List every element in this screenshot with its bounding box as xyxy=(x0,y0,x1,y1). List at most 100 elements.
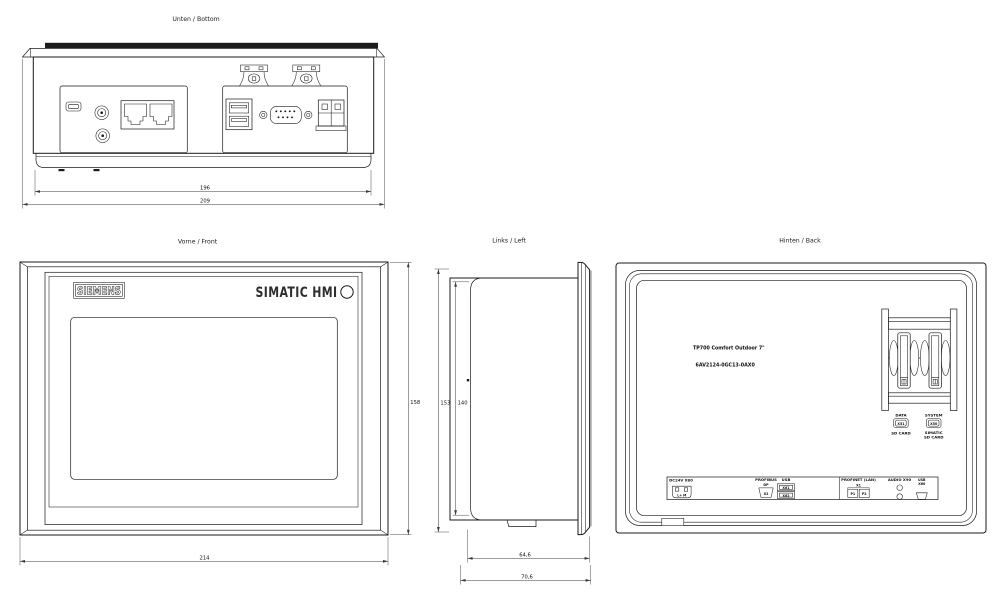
profibus-interface: PROFIBUS DP X2 xyxy=(755,477,777,498)
mounting-clamp-icon xyxy=(291,64,322,87)
left-view-title: Links / Left xyxy=(492,237,526,244)
front-view-title: Vorne / Front xyxy=(178,238,218,245)
profinet-sublabel: X1 xyxy=(856,483,862,487)
back-outer-outline xyxy=(615,262,987,534)
profibus-sublabel: DP xyxy=(763,483,769,487)
side-inner-edge xyxy=(470,277,482,521)
side-mark xyxy=(466,379,470,382)
usb-mini-port: X60 xyxy=(918,482,926,486)
clamp-knob-icon xyxy=(920,340,930,376)
dimension-214: 214 xyxy=(19,537,389,566)
usb-a-port2: X62 xyxy=(782,494,789,498)
power-terminal-icon xyxy=(315,99,347,131)
dim-value: 158 xyxy=(410,400,420,406)
siemens-logo-text: SIEMENS xyxy=(77,286,121,298)
usb-a-port-icon xyxy=(777,491,795,499)
usb-mini-interface: USB X60 xyxy=(916,478,928,500)
profinet-port-icon xyxy=(858,488,870,498)
sd-slot-name: SYSTEM xyxy=(925,412,943,417)
power-pins-label: L+ M xyxy=(677,494,686,498)
profinet-port-icon xyxy=(847,488,859,498)
back-view-title: Hinten / Back xyxy=(779,237,821,244)
usb-a-port-icon xyxy=(777,483,795,492)
audio-jack-icon xyxy=(896,484,903,491)
usb-a-dual-port-icon xyxy=(225,98,253,131)
front-view: Vorne / Front SIEMENS SIMATIC HMI 158 21… xyxy=(19,238,420,566)
sd-slot-caption: SD CARD xyxy=(891,431,911,436)
dim-value: 140 xyxy=(458,401,468,407)
foot-mark xyxy=(93,169,100,172)
interface-strip: DC24V X80 L+ M PROFIBUS DP X2 USB X61 X6… xyxy=(666,476,939,500)
usb-a-port1: X61 xyxy=(782,486,790,490)
sd-slot-port: X51 xyxy=(897,422,905,426)
dim-value: 153 xyxy=(440,401,450,407)
clamp-knob-icon xyxy=(889,340,899,376)
power-label: DC24V X80 xyxy=(669,478,693,483)
touch-screen xyxy=(70,316,338,480)
side-body-outline xyxy=(449,277,579,521)
front-outer-frame xyxy=(19,261,389,536)
sd-slot-port-icon xyxy=(893,418,909,428)
sd-card-assembly xyxy=(881,308,958,411)
sd-card-slot-icon xyxy=(928,332,942,389)
clamp-rail-right xyxy=(949,308,958,411)
back-view: Hinten / Back TP700 Comfort Outdoor 7" 6… xyxy=(615,237,987,534)
left-connector-panel xyxy=(59,85,188,154)
side-bottom-lip xyxy=(506,519,537,527)
profibus-label: PROFIBUS xyxy=(755,477,777,482)
usb-mini-port-icon xyxy=(65,101,82,112)
dim-value: 70,6 xyxy=(521,574,533,580)
back-bottom-notch xyxy=(661,518,685,526)
bottom-view: Unten / Bottom xyxy=(21,16,386,209)
sd-slot-system-label: SYSTEM X50 SIMATIC SD CARD xyxy=(924,412,944,439)
profinet-port1: P1 xyxy=(850,492,855,496)
dimension-209: 209 xyxy=(22,59,385,209)
right-connector-panel xyxy=(222,85,348,154)
side-bezel xyxy=(577,261,592,536)
foot-mark xyxy=(58,169,65,172)
dimension-64-6: 64,6 xyxy=(467,529,590,563)
sd-card-slot-icon xyxy=(897,332,911,389)
clamp-knob-icon xyxy=(909,340,919,376)
front-gasket-strip xyxy=(45,42,378,49)
dimension-153: 153 xyxy=(434,268,450,533)
clamp-bottom-bar xyxy=(888,392,951,404)
back-seal-line-2 xyxy=(629,273,973,523)
mounting-clamp-icon xyxy=(239,64,269,87)
front-inner-frame xyxy=(27,266,381,531)
front-circle-mark xyxy=(340,285,354,299)
left-view: Links / Left 153 140 64,6 70,6 xyxy=(434,237,592,585)
dim-value: 209 xyxy=(200,198,210,204)
clamp-top-bar xyxy=(888,317,951,330)
order-number-label: 6AV2124-0GC13-0AX0 xyxy=(696,363,756,369)
profinet-port2: P2 xyxy=(862,492,867,496)
dimension-140: 140 xyxy=(452,281,469,516)
sd-slot-data-label: DATA X51 SD CARD xyxy=(891,412,911,435)
db9-serial-port-icon xyxy=(259,106,313,124)
profibus-db9-icon xyxy=(758,487,774,498)
sd-slot-name: DATA xyxy=(895,412,906,417)
enclosure-body-outline xyxy=(32,56,375,154)
sd-slot-caption: SIMATIC xyxy=(925,430,943,435)
profinet-label: PROFINET (LAN) xyxy=(841,477,876,482)
dim-value: 196 xyxy=(200,186,210,192)
clamp-knob-icon xyxy=(940,340,951,376)
audio-interface: AUDIO X90 xyxy=(888,477,912,500)
rj45-dual-port-icon xyxy=(120,100,175,130)
dimension-70-6: 70,6 xyxy=(460,565,591,585)
simatic-hmi-wordmark: SIMATIC HMI xyxy=(256,285,338,301)
device-name-label: TP700 Comfort Outdoor 7" xyxy=(693,346,765,352)
frame-chamfers xyxy=(20,262,388,535)
bottom-lip xyxy=(35,153,372,168)
usb-a-interface: USB X61 X62 xyxy=(777,477,795,499)
bezel-face xyxy=(44,271,363,525)
mounting-flange xyxy=(21,48,386,58)
power-connector-icon xyxy=(672,485,692,499)
audio-jack-icon xyxy=(95,128,110,143)
power-interface: DC24V X80 L+ M xyxy=(669,478,693,499)
audio-label: AUDIO X90 xyxy=(888,477,912,482)
bottom-view-title: Unten / Bottom xyxy=(172,16,219,23)
audio-jack-icon xyxy=(896,493,903,500)
audio-jack-icon xyxy=(94,105,109,120)
